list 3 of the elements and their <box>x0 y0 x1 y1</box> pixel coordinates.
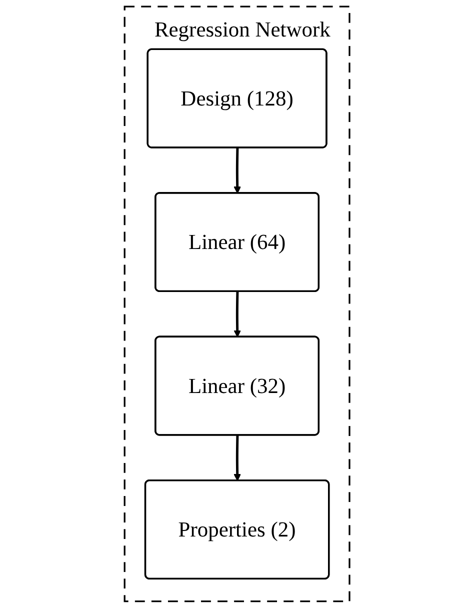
arrow <box>234 148 241 194</box>
arrow <box>234 435 241 482</box>
arrow <box>234 292 241 338</box>
